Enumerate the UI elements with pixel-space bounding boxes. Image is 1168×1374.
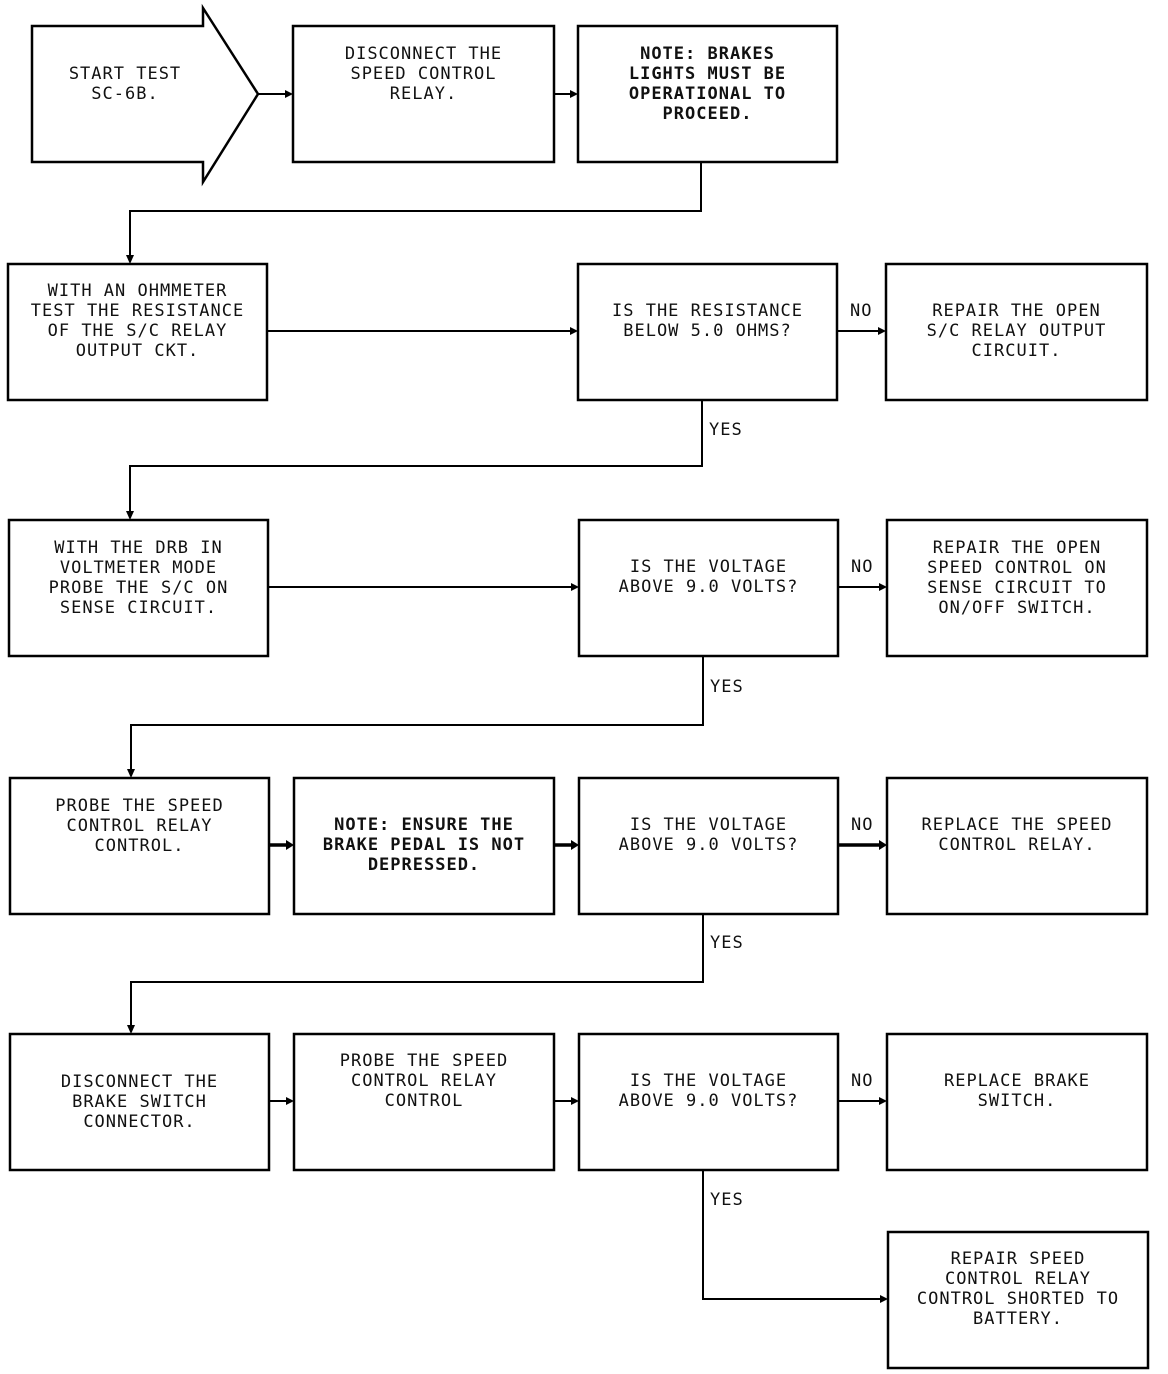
question-voltage-1-label: IS THE VOLTAGE ABOVE 9.0 VOLTS? [618,557,799,597]
edge-label-yes: YES [710,677,744,697]
question-voltage-2-label: IS THE VOLTAGE ABOVE 9.0 VOLTS? [618,815,799,855]
box-disconnect-relay [291,24,556,164]
box-replace-brake-switch [885,1032,1149,1172]
box-question-resistance [576,262,839,402]
arrowhead [571,1097,579,1105]
disconnect-relay-label: DISCONNECT THE SPEED CONTROL RELAY. [344,44,503,104]
box-disconnect-switch [8,1032,271,1172]
edge-label-no: NO [850,301,873,321]
connector-note-to-ohmmeter [129,162,702,258]
arrowhead [571,840,579,850]
disconnect-switch-label: DISCONNECT THE BRAKE SWITCH CONNECTOR. [60,1072,219,1132]
arrowhead [879,583,887,591]
edge-label-no: NO [851,815,874,835]
probe-control-1-label: PROBE THE SPEED CONTROL RELAY CONTROL. [55,796,224,856]
question-resistance-label: IS THE RESISTANCE BELOW 5.0 OHMS? [612,301,803,341]
box-ohmmeter-test [6,262,269,402]
drb-probe-label: WITH THE DRB IN VOLTMETER MODE PROBE THE… [48,538,229,618]
connector-voltage2-yes [130,914,704,1028]
probe-control-2-label: PROBE THE SPEED CONTROL RELAY CONTROL [339,1051,509,1111]
connector-resistance-yes [129,400,703,514]
box-replace-relay [885,776,1149,916]
arrowhead [879,1097,887,1105]
edge-label-no: NO [851,1071,874,1091]
connector-voltage1-yes [130,656,704,772]
edge-label-no: NO [851,557,874,577]
repair-sense-label: REPAIR THE OPEN SPEED CONTROL ON SENSE C… [927,538,1107,618]
arrowhead [285,90,293,98]
arrowhead [127,1025,135,1034]
arrowhead [570,327,578,335]
arrowhead [880,1295,888,1303]
box-question-voltage-1 [577,518,840,658]
arrowhead [878,327,886,335]
box-repair-output [884,262,1149,402]
ohmmeter-test-label: WITH AN OHMMETER TEST THE RESISTANCE OF … [30,281,245,361]
box-repair-sense [885,518,1149,658]
arrowhead [286,1097,294,1105]
note-brake-pedal-label: NOTE: ENSURE THE BRAKE PEDAL IS NOT DEPR… [322,815,526,875]
arrowhead [570,90,578,98]
arrowhead [126,511,134,520]
question-voltage-3-label: IS THE VOLTAGE ABOVE 9.0 VOLTS? [618,1071,799,1111]
replace-brake-switch-label: REPLACE BRAKE SWITCH. [943,1071,1091,1111]
arrowhead [127,769,135,778]
start-label: START TEST SC-6B. [68,64,182,104]
start-arrow-shape [30,3,260,187]
edge-label-yes: YES [710,1190,744,1210]
arrowhead [286,840,294,850]
replace-relay-label: REPLACE THE SPEED CONTROL RELAY. [921,815,1113,855]
note-brakes-label: NOTE: BRAKES LIGHTS MUST BE OPERATIONAL … [628,44,787,124]
edge-label-yes: YES [710,933,744,953]
repair-shorted-label: REPAIR SPEED CONTROL RELAY CONTROL SHORT… [916,1249,1120,1329]
box-note-brake-pedal [292,776,556,916]
box-drb-probe [7,518,270,658]
repair-output-label: REPAIR THE OPEN S/C RELAY OUTPUT CIRCUIT… [926,301,1107,361]
box-repair-shorted [886,1230,1150,1370]
box-probe-control-2 [292,1032,556,1172]
arrowhead [126,255,134,264]
connector-voltage3-yes [702,1170,882,1300]
arrowhead [879,840,887,850]
edge-label-yes: YES [709,420,743,440]
box-question-voltage-3 [577,1032,840,1172]
arrowhead [571,583,579,591]
